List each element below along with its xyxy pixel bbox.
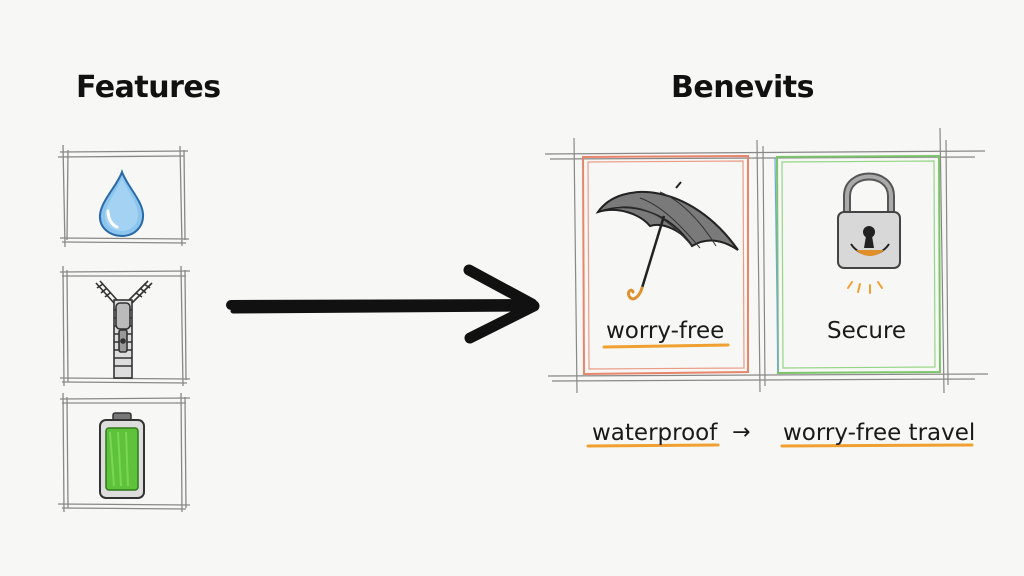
mapping-arrow-glyph: → [732,420,751,445]
mapping-from-underline [586,443,720,448]
benefits-frame [544,127,989,394]
benefits-heading: Benevits [671,70,814,105]
feature-box-battery [57,392,191,513]
worry-free-label: worry-free [606,318,725,344]
main-arrow [226,264,540,344]
zipper-icon [95,280,153,379]
worry-free-card [581,154,749,376]
feature-box-water [57,144,190,248]
secure-card [774,154,942,375]
mapping-to-underline [780,443,974,448]
padlock-icon [837,172,901,294]
worry-free-underline [602,343,730,349]
features-heading: Features [76,70,221,105]
water-drop-icon [98,169,145,238]
secure-label: Secure [827,318,907,344]
feature-box-zipper [59,265,191,387]
battery-icon [99,412,145,499]
mapping-from-text: waterproof [592,420,718,446]
mapping-to-text: worry-free travel [783,420,976,446]
umbrella-icon [595,181,739,301]
